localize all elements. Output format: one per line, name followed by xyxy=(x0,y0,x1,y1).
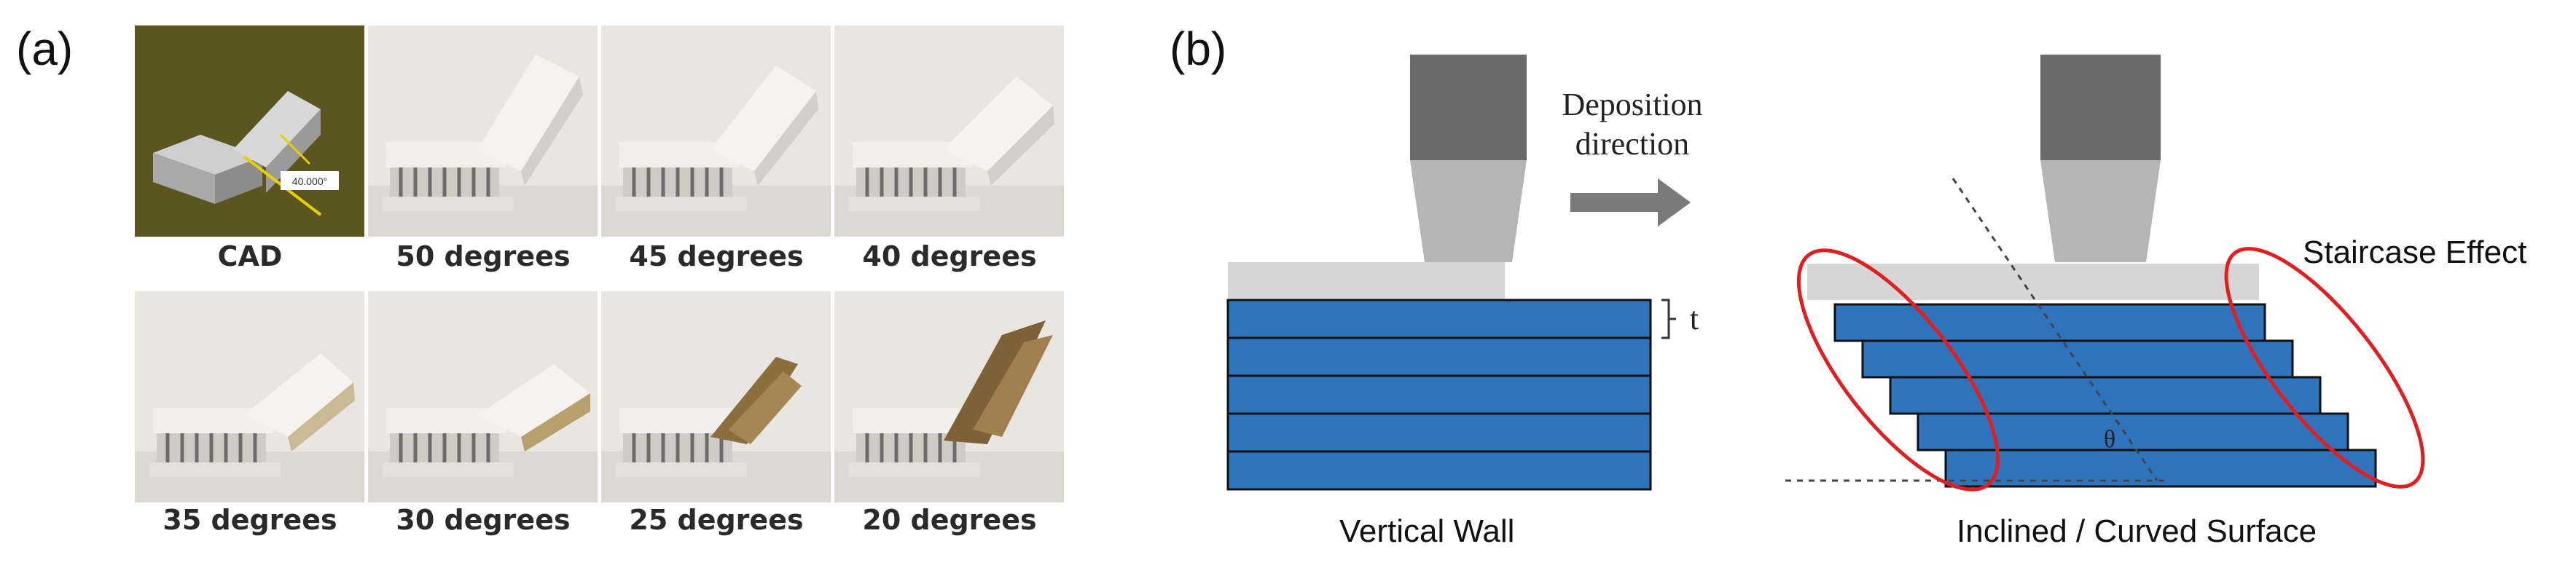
panel-a-label: (a) xyxy=(16,23,74,75)
caption-45-degrees: 45 degrees xyxy=(629,240,804,272)
left-print-bed xyxy=(1228,262,1505,299)
print-photo-20 xyxy=(834,291,1064,502)
right-print-bed xyxy=(1807,264,2259,300)
vertical-wall-caption: Vertical Wall xyxy=(1339,513,1515,549)
deposition-label-line1: Deposition xyxy=(1562,87,1703,122)
print-photo-30 xyxy=(368,291,598,502)
staircase-ellipse-left xyxy=(1796,248,2000,492)
inclined-layers xyxy=(1833,303,2377,488)
caption-50-degrees: 50 degrees xyxy=(396,240,571,272)
caption-40-degrees: 40 degrees xyxy=(862,240,1037,272)
thickness-label: t xyxy=(1689,301,1699,336)
caption-20-degrees: 20 degrees xyxy=(862,504,1037,536)
staircase-effect-label: Staircase Effect xyxy=(2303,234,2527,270)
cad-dimension-label: 40.000° xyxy=(292,175,327,187)
print-photo-35 xyxy=(135,291,364,502)
inclination-line xyxy=(1951,178,2158,481)
print-photo-40 xyxy=(834,25,1064,237)
cad-render-photo: 40.000° xyxy=(135,25,364,237)
print-photo-25 xyxy=(601,291,831,502)
right-nozzle-tip xyxy=(2040,160,2161,262)
inclined-surface-caption: Inclined / Curved Surface xyxy=(1957,513,2317,549)
staircase-ellipse-right xyxy=(2224,247,2425,489)
print-photo-50 xyxy=(368,25,598,237)
left-nozzle-tip xyxy=(1410,160,1527,262)
left-nozzle-body xyxy=(1410,55,1527,160)
deposition-label-line2: direction xyxy=(1575,126,1690,162)
panel-b-label: (b) xyxy=(1170,23,1227,75)
caption-30-degrees: 30 degrees xyxy=(396,504,571,536)
caption-cad: CAD xyxy=(217,240,283,272)
caption-25-degrees: 25 degrees xyxy=(629,504,804,536)
vertical-wall-layers xyxy=(1226,299,1652,491)
thickness-bracket xyxy=(1661,299,1676,339)
deposition-arrow xyxy=(1570,178,1691,226)
print-photo-45 xyxy=(601,25,831,237)
caption-35-degrees: 35 degrees xyxy=(163,504,337,536)
right-nozzle-body xyxy=(2040,55,2161,160)
angle-theta-label: θ xyxy=(2103,426,2116,453)
